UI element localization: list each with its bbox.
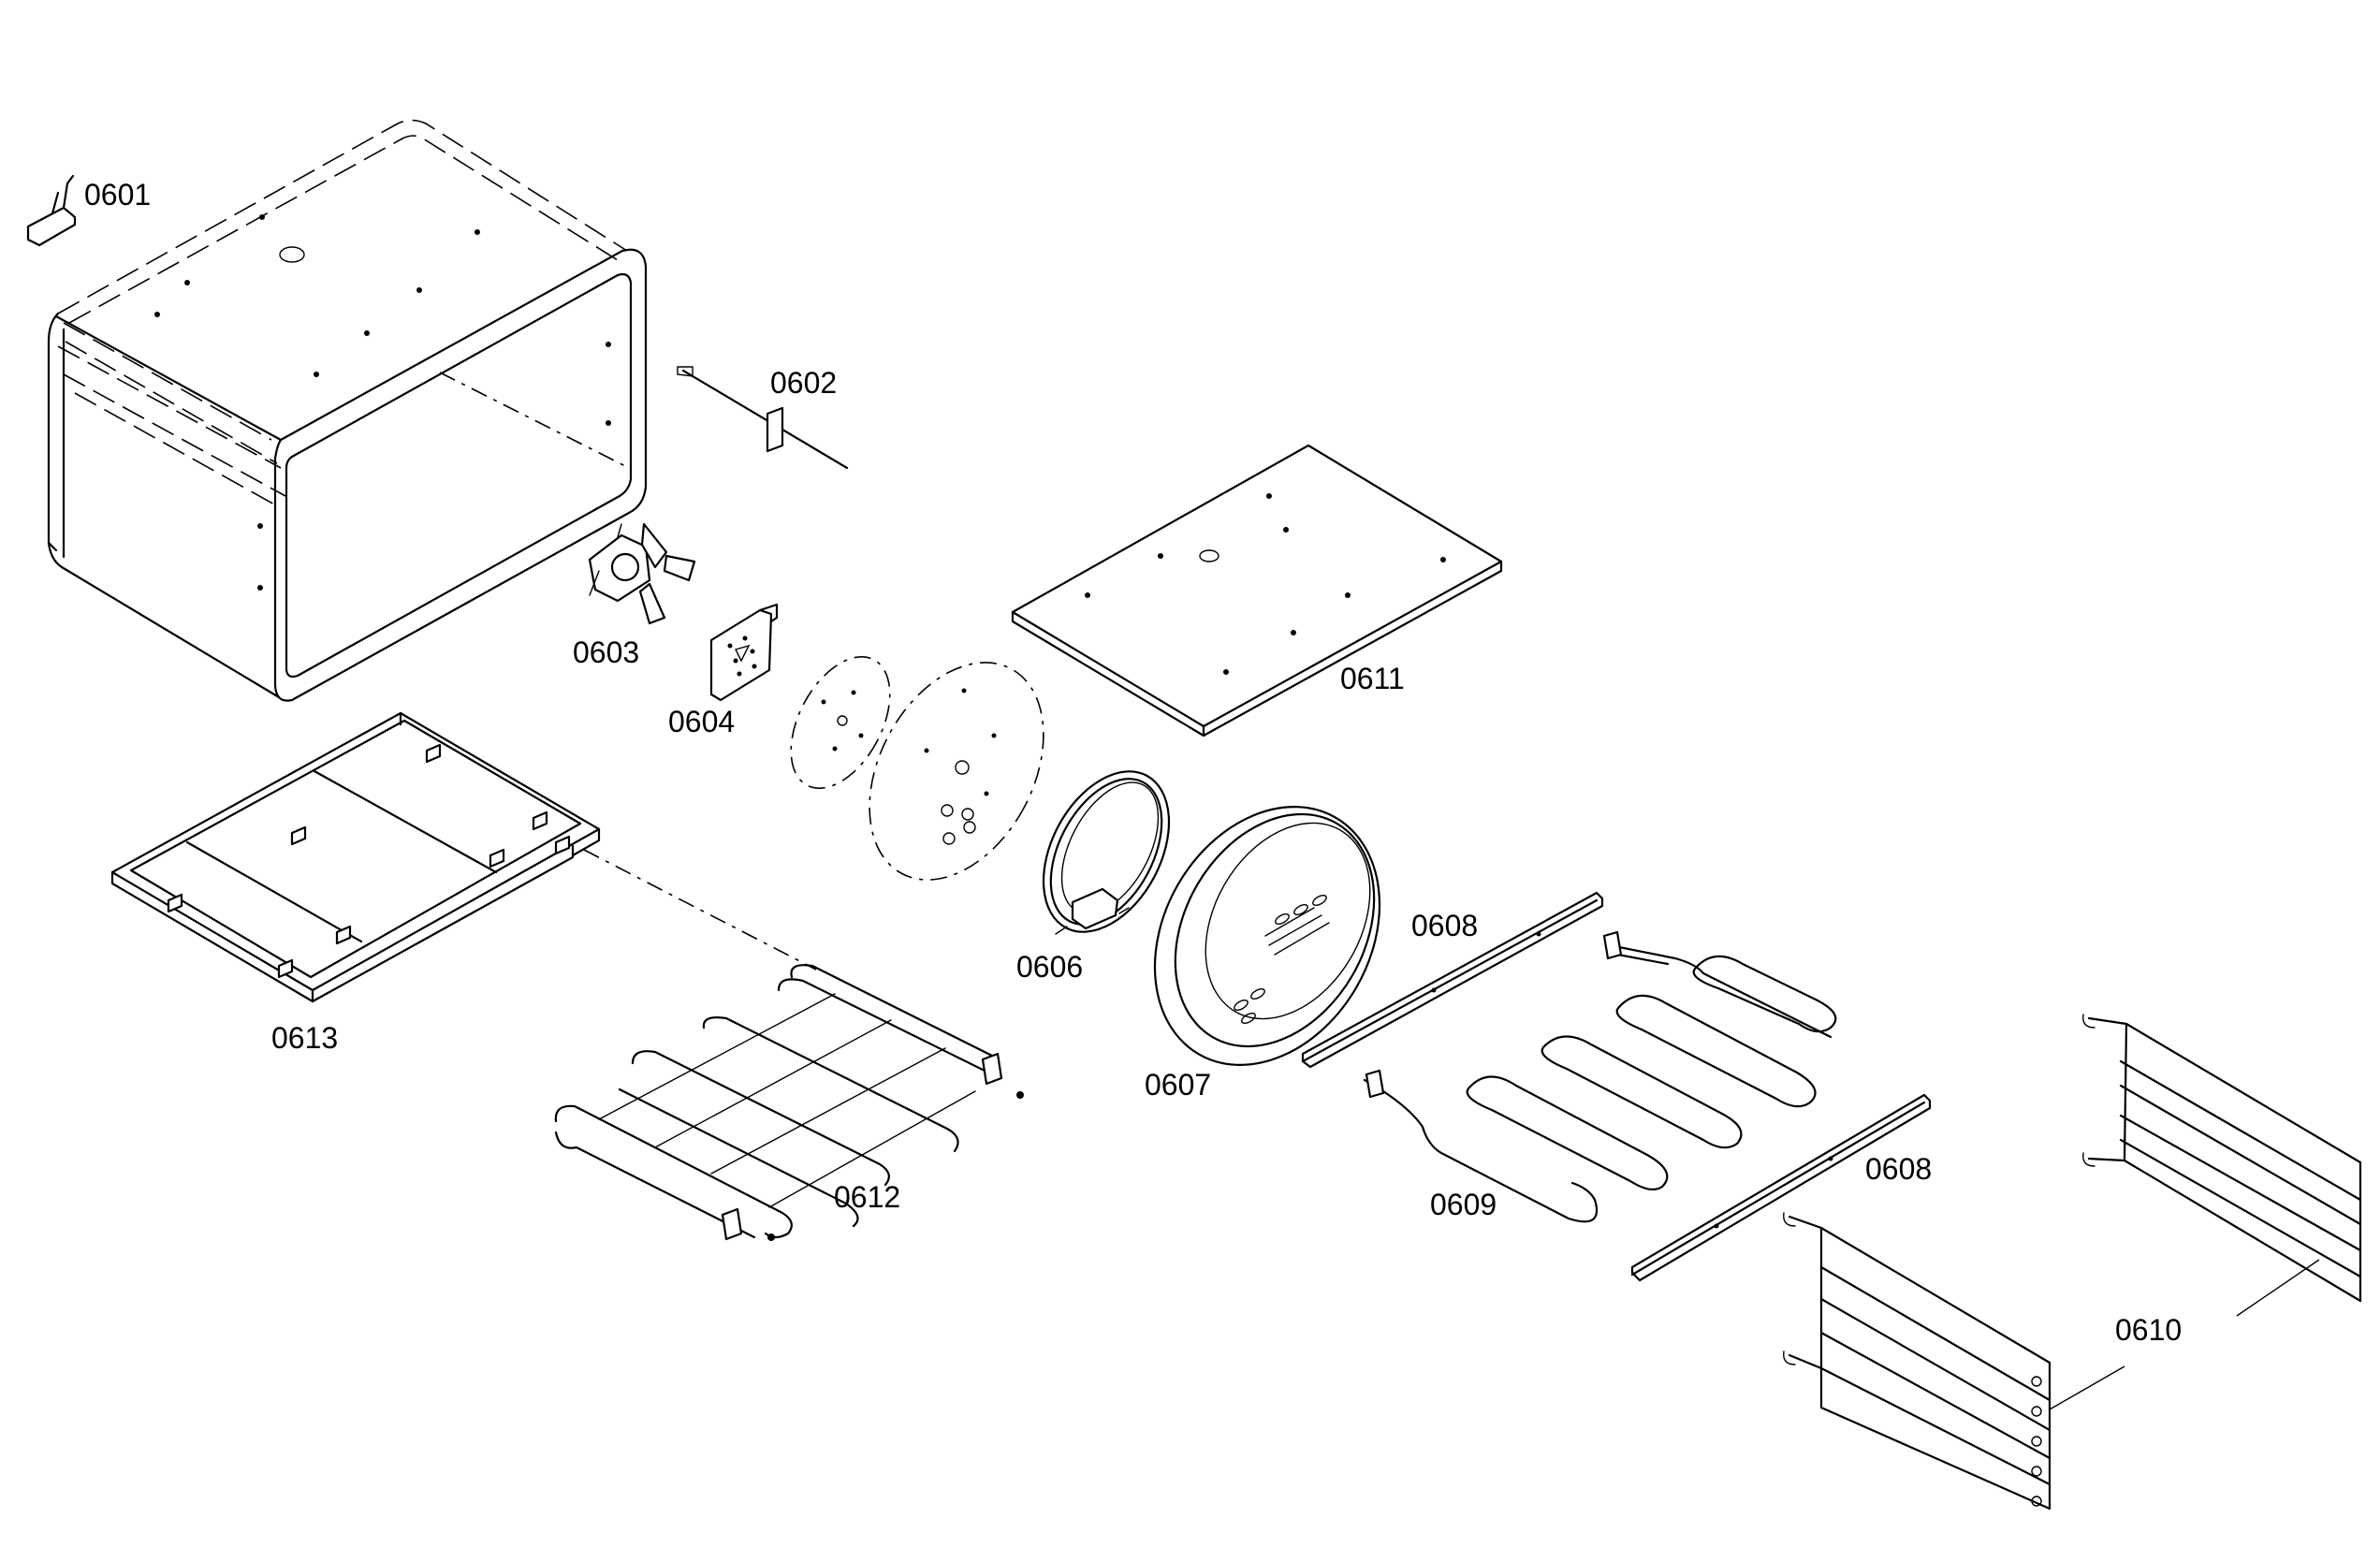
label-0611: 0611 (1340, 662, 1405, 695)
part-0601-sensor-clip[interactable] (26, 174, 77, 247)
leader-0610-right (2236, 1259, 2320, 1317)
assembly-line-0613 (583, 849, 817, 971)
label-0608-lower: 0608 (1865, 1152, 1932, 1186)
label-0609: 0609 (1430, 1188, 1497, 1221)
label-0601: 0601 (84, 178, 151, 212)
seal-gasket-small (790, 655, 891, 790)
part-0608-rail-lower[interactable] (1630, 1093, 1932, 1282)
label-0607: 0607 (1145, 1068, 1211, 1102)
part-0608-rail-upper[interactable] (1301, 891, 1604, 1069)
label-0606: 0606 (1016, 950, 1083, 984)
label-0610: 0610 (2115, 1313, 2182, 1347)
leader-0610-left (2049, 1365, 2125, 1410)
part-0604-bracket[interactable] (709, 603, 779, 702)
label-0602: 0602 (770, 366, 837, 400)
part-0606-circular-heater[interactable] (1018, 751, 1195, 954)
part-0611-top-panel[interactable] (1011, 444, 1503, 737)
part-0613-bottom-tray[interactable] (110, 711, 601, 1003)
label-0613: 0613 (271, 1021, 338, 1055)
label-0608-upper: 0608 (1411, 909, 1478, 942)
label-0612: 0612 (834, 1180, 900, 1214)
part-0609-upper-heater[interactable] (1363, 930, 1837, 1223)
part-0603-fan-motor[interactable] (588, 522, 696, 625)
seal-gasket-large (869, 662, 1044, 881)
part-0610-shelf-support-right[interactable] (2082, 1014, 2362, 1303)
label-0603: 0603 (573, 635, 639, 669)
part-0602-rod[interactable] (677, 366, 849, 470)
label-0604: 0604 (668, 705, 735, 738)
part-0612-lower-heater[interactable] (554, 964, 1024, 1241)
part-0610-shelf-support-left[interactable] (1783, 1212, 2051, 1511)
part-0607-fan-cover[interactable] (1110, 766, 1425, 1106)
oven-cavity-housing (47, 119, 648, 702)
